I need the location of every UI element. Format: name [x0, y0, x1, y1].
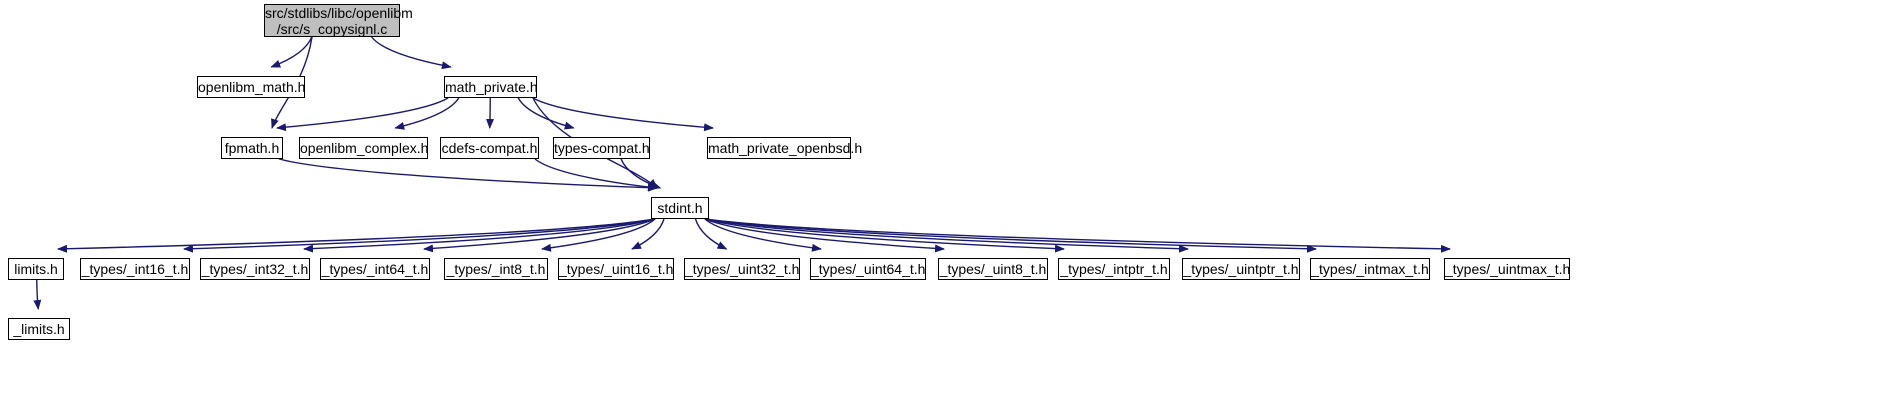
graph-node-int16[interactable]: _types/_int16_t.h: [80, 258, 190, 280]
graph-edge-stdint-to-uintmax: [704, 218, 1451, 253]
graph-edge-stdint-to-uint32: [694, 218, 728, 250]
graph-node-openlibm_complex[interactable]: openlibm_complex.h: [299, 137, 428, 159]
graph-node-_limits[interactable]: _limits.h: [8, 318, 70, 340]
graph-edge-cdefs_compat-to-stdint: [534, 158, 658, 191]
graph-edge-math_private-to-fpmath: [276, 97, 449, 132]
graph-node-uint32[interactable]: _types/_uint32_t.h: [684, 258, 800, 280]
graph-edge-stdint-to-intptr: [704, 218, 1065, 253]
graph-node-intptr[interactable]: _types/_intptr_t.h: [1058, 258, 1170, 280]
graph-node-label: openlibm_complex.h: [300, 140, 429, 156]
graph-node-int32[interactable]: _types/_int32_t.h: [200, 258, 310, 280]
graph-node-label: _types/_uint32_t.h: [685, 261, 800, 277]
graph-node-fpmath[interactable]: fpmath.h: [221, 137, 283, 159]
graph-node-label: types-compat.h: [554, 140, 650, 156]
graph-node-label: _types/_uint16_t.h: [559, 261, 674, 277]
graph-edge-stdint-to-int32: [303, 218, 656, 253]
graph-node-label: _types/_uint64_t.h: [811, 261, 926, 277]
graph-node-label: openlibm_math.h: [198, 79, 306, 95]
graph-node-label: _types/_uint8_t.h: [939, 261, 1047, 277]
graph-node-label: _types/_intptr_t.h: [1060, 261, 1168, 277]
graph-node-label: _types/_int32_t.h: [201, 261, 309, 277]
graph-node-label: _limits.h: [13, 321, 65, 337]
graph-node-label: _types/_uintmax_t.h: [1445, 261, 1571, 277]
graph-edge-root-to-math_private: [371, 36, 452, 70]
graph-node-uint64[interactable]: _types/_uint64_t.h: [810, 258, 926, 280]
graph-edge-stdint-to-uint16: [631, 218, 665, 250]
graph-edge-stdint-to-uintptr: [704, 218, 1189, 253]
graph-node-cdefs_compat[interactable]: cdefs-compat.h: [440, 137, 539, 159]
graph-edge-stdint-to-uint8: [704, 218, 945, 253]
graph-node-label: _types/_int8_t.h: [446, 261, 546, 277]
graph-node-label: src/stdlibs/libc/openlibm /src/s_copysig…: [265, 4, 413, 37]
graph-edge-math_private-to-math_private_openbsd: [532, 97, 714, 132]
graph-edge-stdint-to-int8: [541, 218, 656, 252]
graph-node-root[interactable]: src/stdlibs/libc/openlibm /src/s_copysig…: [264, 4, 413, 37]
graph-node-math_private[interactable]: math_private.h: [444, 76, 538, 98]
graph-node-uint8[interactable]: _types/_uint8_t.h: [938, 258, 1048, 280]
graph-edge-types_compat-to-stdint: [620, 158, 662, 189]
graph-node-label: fpmath.h: [224, 140, 280, 156]
graph-node-label: stdint.h: [657, 200, 703, 216]
graph-node-int64[interactable]: _types/_int64_t.h: [320, 258, 430, 280]
graph-node-types_compat[interactable]: types-compat.h: [553, 137, 650, 159]
graph-edge-stdint-to-limits: [57, 218, 656, 253]
graph-node-uint16[interactable]: _types/_uint16_t.h: [558, 258, 674, 280]
graph-edge-stdint-to-int64: [423, 218, 656, 253]
graph-edge-root-to-openlibm_math: [270, 36, 313, 68]
graph-node-label: math_private_openbsd.h: [708, 140, 863, 156]
graph-node-uintmax[interactable]: _types/_uintmax_t.h: [1444, 258, 1570, 280]
graph-edge-math_private-to-cdefs_compat: [486, 97, 495, 129]
graph-node-openlibm_math[interactable]: openlibm_math.h: [197, 76, 305, 98]
graph-node-label: _types/_intmax_t.h: [1311, 261, 1429, 277]
graph-node-intmax[interactable]: _types/_intmax_t.h: [1310, 258, 1430, 280]
graph-edge-stdint-to-intmax: [704, 218, 1317, 253]
graph-node-label: cdefs-compat.h: [441, 140, 538, 156]
graph-node-int8[interactable]: _types/_int8_t.h: [444, 258, 548, 280]
graph-node-label: math_private.h: [445, 79, 538, 95]
graph-edge-math_private-to-types_compat: [517, 97, 575, 130]
graph-node-label: _types/_int64_t.h: [321, 261, 429, 277]
graph-edge-stdint-to-uint64: [704, 218, 822, 252]
graph-edge-math_private-to-openlibm_complex: [394, 97, 460, 130]
graph-edge-stdint-to-int16: [183, 218, 656, 253]
graph-node-uintptr[interactable]: _types/_uintptr_t.h: [1182, 258, 1300, 280]
graph-edge-fpmath-to-stdint: [278, 158, 658, 192]
graph-edge-limits-to-_limits: [33, 279, 42, 310]
graph-node-stdint[interactable]: stdint.h: [651, 197, 709, 219]
graph-node-label: _types/_uintptr_t.h: [1183, 261, 1299, 277]
graph-node-math_private_openbsd[interactable]: math_private_openbsd.h: [707, 137, 863, 159]
graph-node-label: limits.h: [14, 261, 58, 277]
graph-node-limits[interactable]: limits.h: [8, 258, 64, 280]
graph-node-label: _types/_int16_t.h: [81, 261, 189, 277]
